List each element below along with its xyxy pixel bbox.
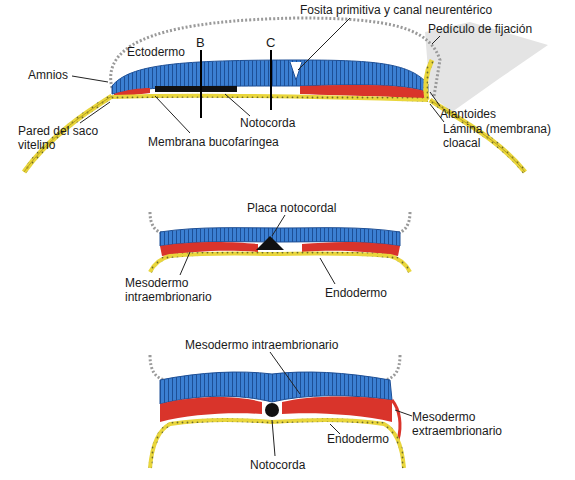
amnion [150, 212, 165, 234]
label: Mesodermo intraembrionario [185, 338, 338, 352]
section-line [200, 50, 202, 118]
label: Pedículo de fijación [428, 22, 532, 36]
section-line [270, 50, 272, 110]
amnion [150, 355, 165, 380]
label: Pared del saco vitelino [18, 124, 118, 152]
leader-lines [72, 18, 444, 456]
section-letter: B [196, 36, 205, 50]
label: Endodermo [325, 286, 387, 300]
label: Placa notocordal [247, 201, 336, 215]
notochord [155, 86, 237, 92]
middle-figure [150, 212, 410, 272]
label: Endodermo [327, 432, 389, 446]
label: Fosita primitiva y canal neurentérico [300, 3, 492, 17]
bottom-figure [150, 355, 404, 468]
primitive-pit [290, 62, 302, 80]
label: Notocorda [250, 458, 305, 472]
amnion [385, 355, 400, 380]
label: Lámina (membrana) cloacal [443, 122, 553, 150]
label: Ectodermo [127, 45, 185, 59]
notochordal-plate [256, 236, 284, 250]
label: Amnios [28, 68, 68, 82]
label: Membrana bucofaríngea [148, 135, 279, 149]
notochord [265, 403, 279, 417]
mesoderm [160, 397, 262, 422]
endoderm [150, 254, 410, 273]
amnion [395, 212, 410, 234]
label: Mesodermo extraembrionario [412, 410, 512, 438]
connecting-stalk [425, 22, 548, 112]
label: Mesodermo intraembrionario [125, 276, 245, 304]
section-letter: C [266, 36, 275, 50]
label: Notocorda [240, 116, 295, 130]
label: Alantoides [440, 107, 496, 121]
amnion [111, 18, 440, 96]
